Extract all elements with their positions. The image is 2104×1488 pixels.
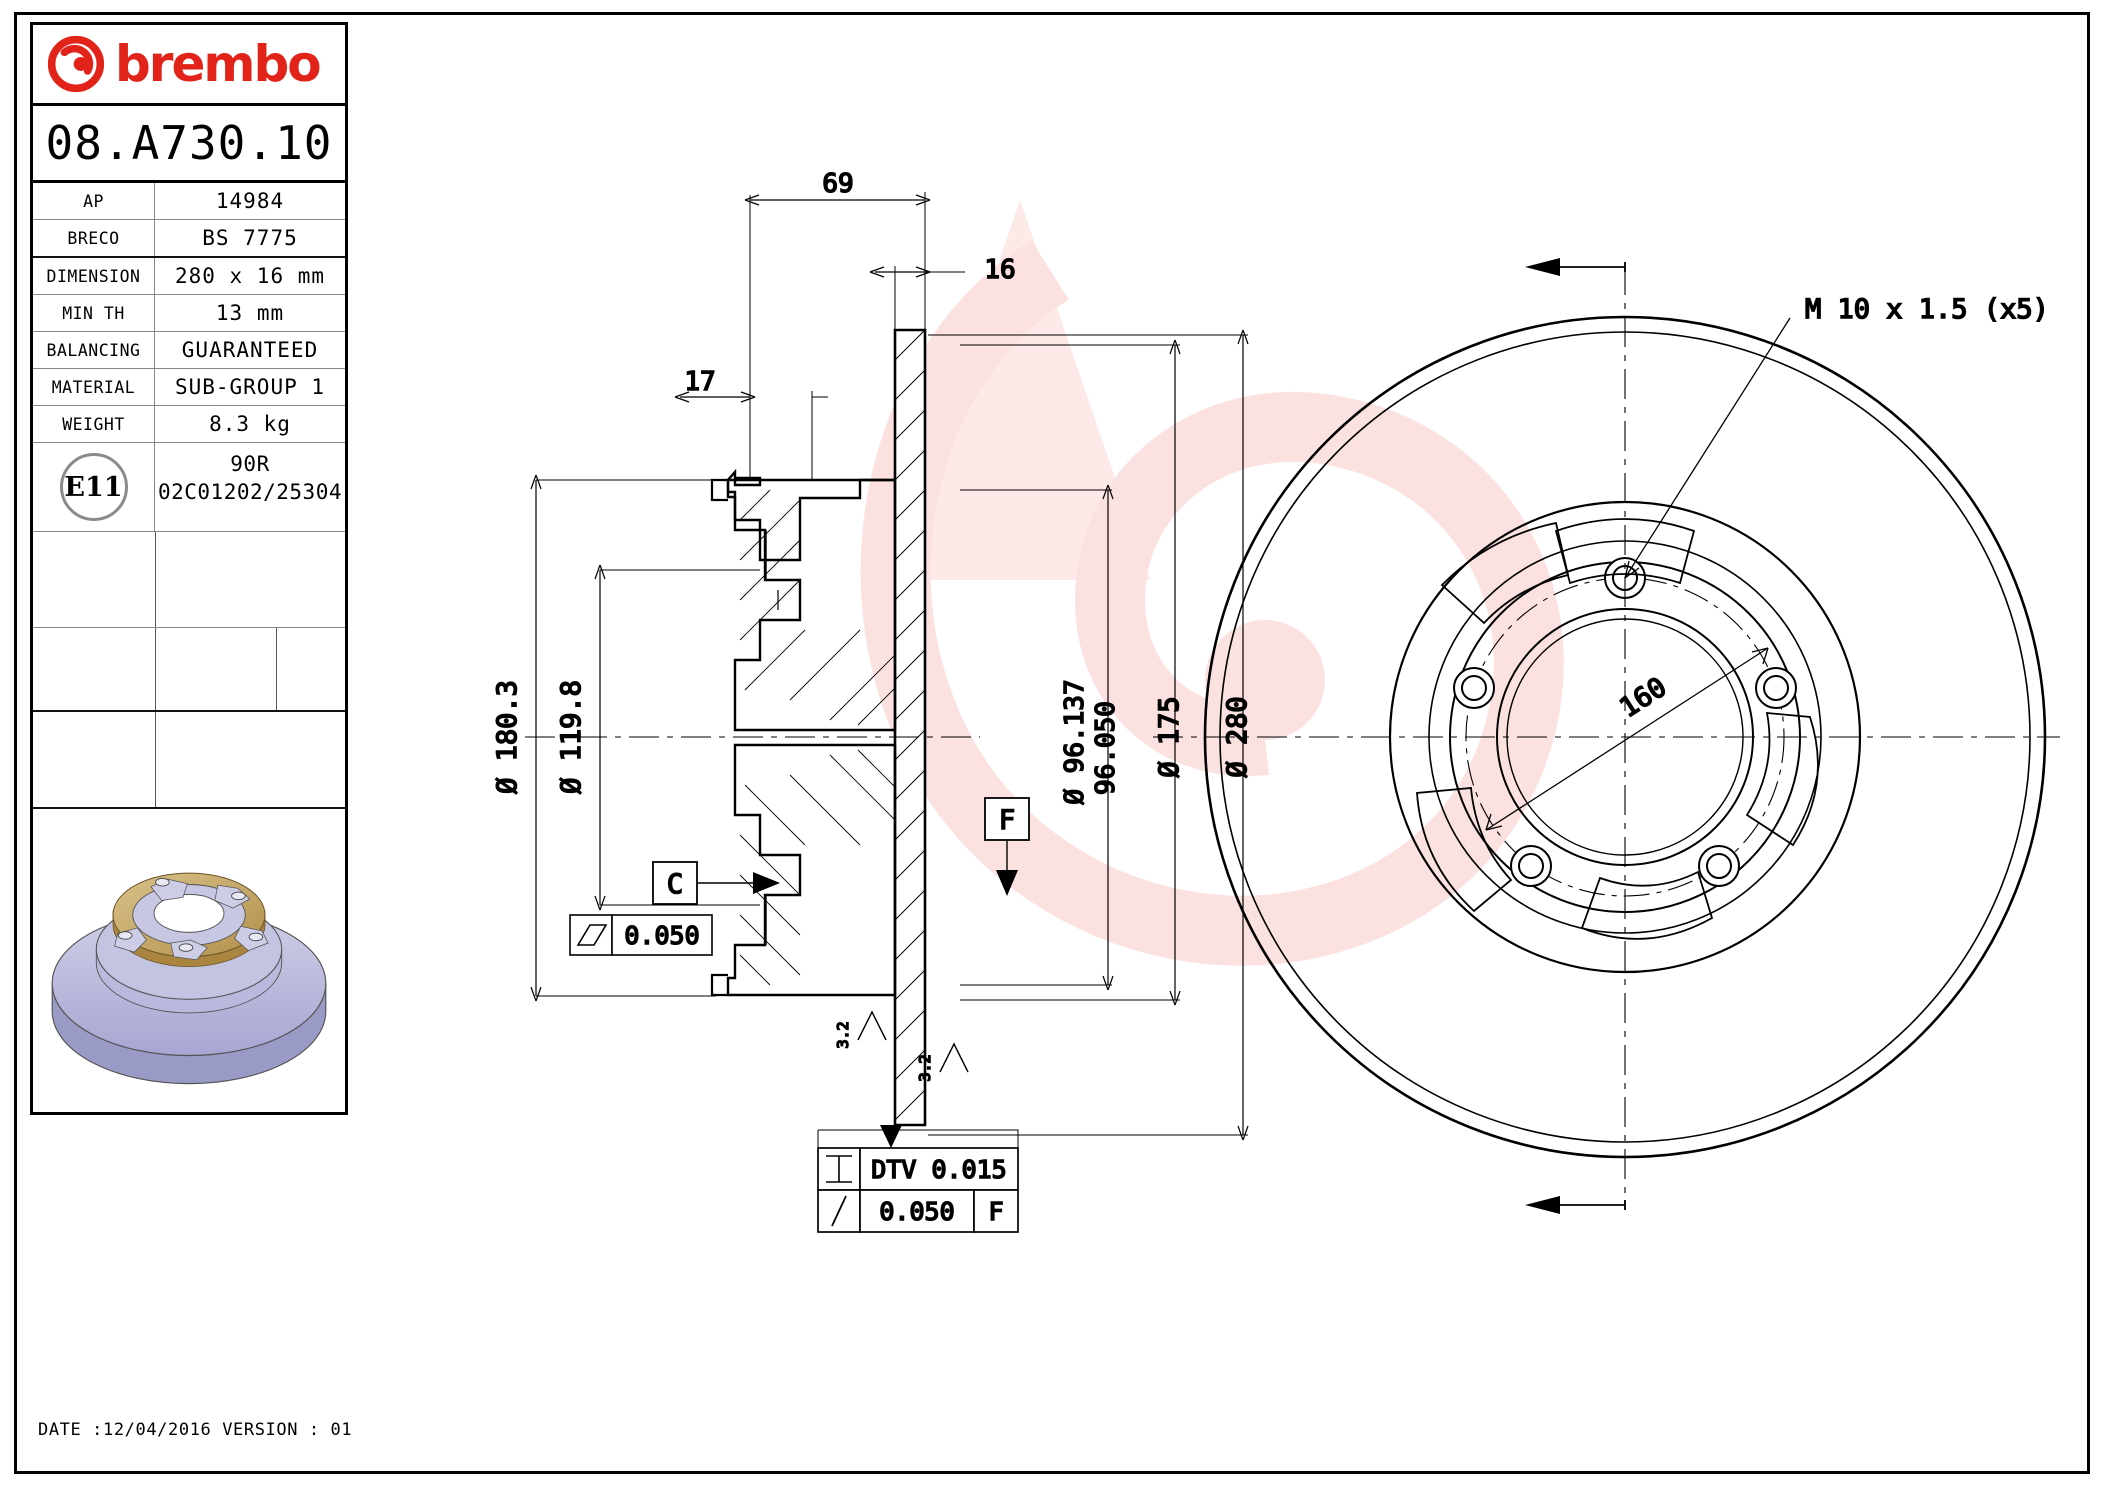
status-badge: E11 — [59, 453, 128, 521]
table-row: WEIGHT 8.3 kg — [33, 406, 345, 443]
spec-label-breco: BRECO — [33, 220, 155, 256]
table-row: DIMENSION 280 x 16 mm — [33, 258, 345, 295]
empty-cell — [33, 628, 156, 710]
table-row-empty — [33, 532, 345, 628]
brembo-b-icon — [47, 35, 105, 93]
spec-label-dimension: DIMENSION — [33, 258, 155, 294]
brake-disc-3d-render — [51, 872, 327, 1085]
spec-label-min-th: MIN TH — [33, 295, 155, 331]
spec-value-weight: 8.3 kg — [209, 412, 291, 436]
drawing-border — [14, 12, 2090, 1474]
empty-cell — [156, 532, 345, 627]
empty-cell — [277, 628, 345, 710]
table-row: MATERIAL SUB-GROUP 1 — [33, 369, 345, 406]
e11-badge-cell: E11 — [33, 443, 155, 531]
spec-value-material: SUB-GROUP 1 — [174, 375, 326, 399]
spec-label-weight: WEIGHT — [33, 406, 155, 442]
spec-value-balancing: GUARANTEED — [181, 338, 319, 362]
spec-label-material: MATERIAL — [33, 369, 155, 405]
table-row-empty — [33, 628, 345, 712]
table-row-empty — [33, 712, 345, 809]
empty-cell — [156, 628, 277, 710]
footer-date-version: DATE :12/04/2016 VERSION : 01 — [38, 1420, 353, 1440]
homologation-value: 90R 02C01202/25304 — [155, 443, 345, 531]
homologation-line2: 02C01202/25304 — [157, 479, 342, 504]
spec-value-ap: 14984 — [215, 189, 285, 213]
spec-label-balancing: BALANCING — [33, 332, 155, 368]
spec-value-breco: BS 7775 — [202, 226, 298, 250]
spec-table: brembo 08.A730.10 AP 14984 BRECO BS 7775… — [30, 22, 348, 1115]
empty-cell — [33, 532, 156, 627]
empty-cell — [156, 712, 345, 807]
brand-name: brembo — [115, 35, 322, 93]
spec-value-min-th: 13 mm — [215, 301, 285, 325]
brand-logo-row: brembo — [33, 25, 345, 106]
table-row: MIN TH 13 mm — [33, 295, 345, 332]
spec-value-dimension: 280 x 16 mm — [174, 264, 326, 288]
table-row: BALANCING GUARANTEED — [33, 332, 345, 369]
homologation-row: E11 90R 02C01202/25304 — [33, 443, 345, 532]
table-row: AP 14984 — [33, 183, 345, 220]
table-row: BRECO BS 7775 — [33, 220, 345, 258]
empty-cell — [33, 712, 156, 807]
part-code-row: 08.A730.10 — [33, 106, 345, 183]
homologation-line1: 90R — [230, 452, 270, 476]
part-code: 08.A730.10 — [45, 116, 333, 170]
spec-label-ap: AP — [33, 183, 155, 219]
product-image-cell — [33, 809, 345, 1112]
